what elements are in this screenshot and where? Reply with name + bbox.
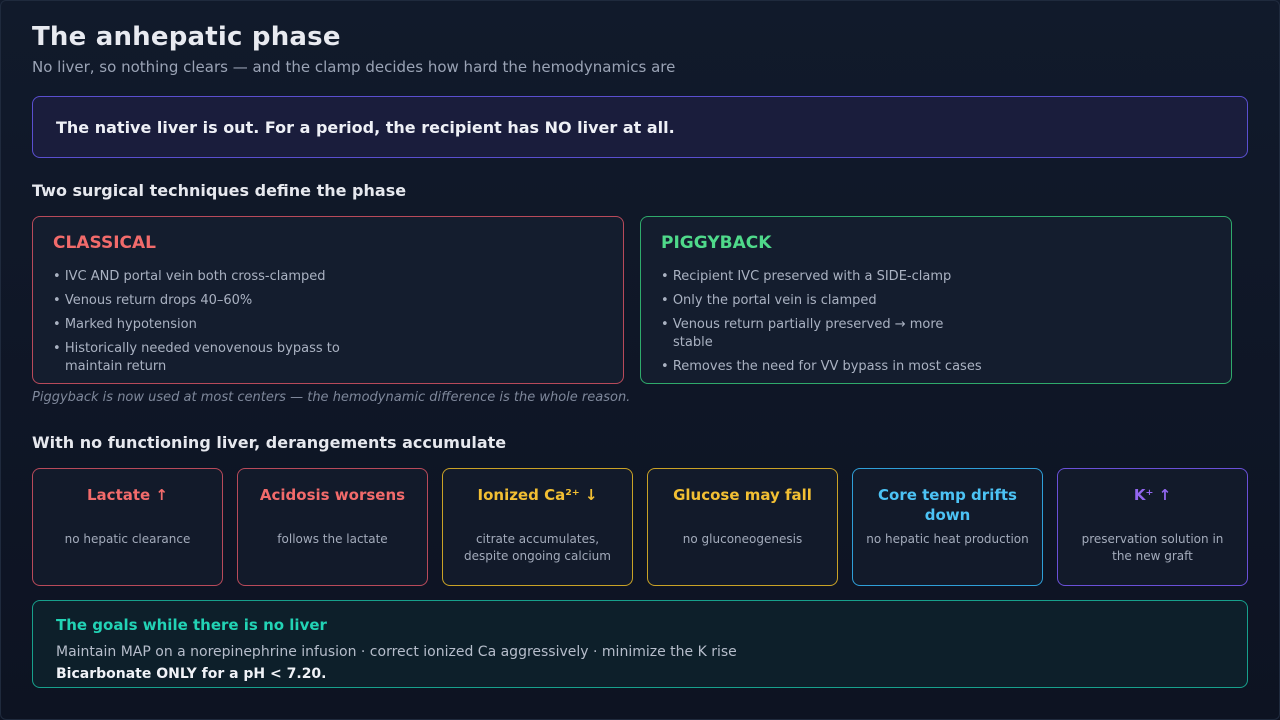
key-point-banner: The native liver is out. For a period, t… bbox=[32, 96, 1248, 158]
derangement-card-calcium: Ionized Ca²⁺ ↓ citrate accumulates, desp… bbox=[442, 468, 633, 586]
banner-text: The native liver is out. For a period, t… bbox=[56, 117, 675, 137]
piggyback-title: PIGGYBACK bbox=[661, 233, 772, 253]
derangement-card-lactate: Lactate ↑ no hepatic clearance bbox=[32, 468, 223, 586]
derangement-desc: follows the lactate bbox=[277, 532, 388, 546]
derangement-title: Ionized Ca²⁺ ↓ bbox=[477, 486, 598, 504]
derangement-title: Lactate ↑ bbox=[87, 486, 168, 504]
derangement-desc: preservation solution in the new graft bbox=[1081, 532, 1224, 563]
piggyback-technique-card: PIGGYBACK Recipient IVC preserved with a… bbox=[640, 216, 1232, 384]
piggyback-list: Recipient IVC preserved with a SIDE-clam… bbox=[661, 268, 1211, 376]
list-item: Only the portal vein is clamped bbox=[661, 292, 1001, 310]
list-item: Marked hypotension bbox=[53, 316, 353, 334]
goals-title: The goals while there is no liver bbox=[56, 616, 327, 634]
classical-title: CLASSICAL bbox=[53, 233, 156, 253]
goals-text: Maintain MAP on a norepinephrine infusio… bbox=[56, 644, 737, 660]
techniques-footnote: Piggyback is now used at most centers — … bbox=[32, 390, 631, 405]
page-title: The anhepatic phase bbox=[32, 22, 341, 52]
derangement-card-acidosis: Acidosis worsens follows the lactate bbox=[237, 468, 428, 586]
classical-technique-card: CLASSICAL IVC AND portal vein both cross… bbox=[32, 216, 624, 384]
list-item: Venous return partially preserved → more… bbox=[661, 316, 961, 352]
goals-emphasis: Bicarbonate ONLY for a pH < 7.20. bbox=[56, 666, 327, 682]
page-subtitle: No liver, so nothing clears — and the cl… bbox=[32, 58, 676, 76]
derangement-desc: no gluconeogenesis bbox=[682, 532, 803, 546]
techniques-heading: Two surgical techniques define the phase bbox=[32, 181, 407, 200]
list-item: IVC AND portal vein both cross-clamped bbox=[53, 268, 353, 286]
derangement-card-potassium: K⁺ ↑ preservation solution in the new gr… bbox=[1057, 468, 1248, 586]
derangement-title: Acidosis worsens bbox=[259, 486, 406, 504]
list-item: Recipient IVC preserved with a SIDE-clam… bbox=[661, 268, 1001, 286]
derangement-title: Glucose may fall bbox=[673, 486, 812, 504]
derangement-title: Core temp drifts down bbox=[878, 486, 1017, 524]
derangement-desc: no hepatic heat production bbox=[866, 532, 1029, 546]
derangement-title: K⁺ ↑ bbox=[1133, 486, 1172, 504]
derangement-card-temperature: Core temp drifts down no hepatic heat pr… bbox=[852, 468, 1043, 586]
derangement-card-glucose: Glucose may fall no gluconeogenesis bbox=[647, 468, 838, 586]
classical-list: IVC AND portal vein both cross-clamped V… bbox=[53, 268, 603, 376]
list-item: Venous return drops 40–60% bbox=[53, 292, 353, 310]
goals-panel: The goals while there is no liver Mainta… bbox=[32, 600, 1248, 688]
derangements-heading: With no functioning liver, derangements … bbox=[32, 433, 507, 452]
derangement-desc: citrate accumulates, despite ongoing cal… bbox=[464, 532, 611, 563]
list-item: Removes the need for VV bypass in most c… bbox=[661, 358, 1001, 376]
derangement-desc: no hepatic clearance bbox=[64, 532, 191, 546]
list-item: Historically needed venovenous bypass to… bbox=[53, 340, 353, 376]
